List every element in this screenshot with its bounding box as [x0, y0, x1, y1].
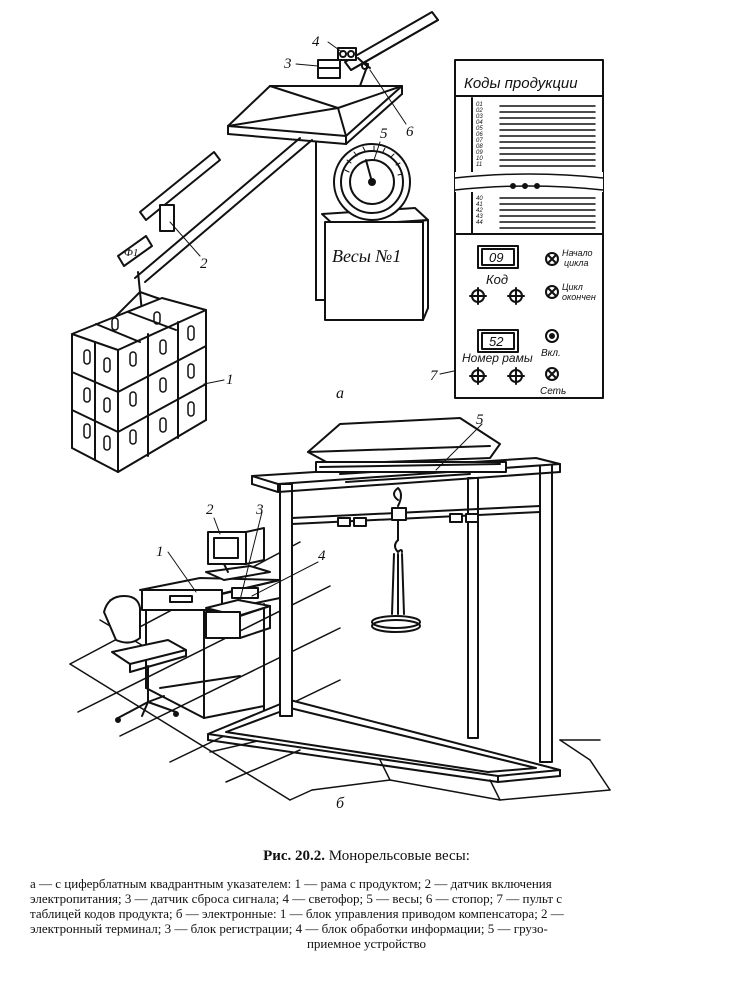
callout-a-7: 7: [430, 368, 439, 384]
figure-caption-body: а — с циферблатным квадрантным указателе…: [30, 876, 703, 951]
frame-display: 52: [489, 334, 504, 349]
caption-line-1: а — с циферблатным квадрантным указателе…: [30, 876, 552, 891]
product-code: 06: [476, 132, 483, 138]
product-code: 05: [476, 126, 483, 132]
product-code: 43: [476, 214, 483, 220]
lower-rail: [134, 137, 313, 283]
callout-a-2: 2: [200, 256, 208, 272]
code-display: 09: [489, 250, 503, 265]
scale-dial: [333, 143, 411, 221]
scale-head: [227, 63, 403, 145]
product-code: 03: [476, 114, 483, 120]
caption-line-4: электронный терминал; 3 — блок регистрац…: [30, 921, 548, 936]
start-lamp-label-1: Начало: [562, 248, 593, 258]
hook-and-tray: [371, 487, 421, 633]
product-frame: [71, 297, 207, 473]
panel-title: Коды продукции: [464, 75, 578, 92]
on-label: Вкл.: [541, 348, 561, 359]
callout-b-2: 2: [206, 502, 214, 518]
chair: [103, 595, 187, 723]
load-receiver: [307, 417, 507, 473]
caption-line-3: таблицей кодов продукта; б — электронные…: [30, 906, 564, 921]
callout-a-3: 3: [283, 56, 292, 72]
part-a-label: а: [336, 385, 344, 402]
product-code: 44: [476, 220, 483, 226]
scale-label: Весы №1: [332, 246, 401, 266]
upper-rail: [344, 11, 439, 71]
reset-sensor: [317, 59, 341, 79]
product-code: 42: [476, 208, 483, 214]
base-frame: [207, 699, 561, 783]
end-lamp-label-1: Цикл: [562, 282, 583, 292]
product-code: 41: [476, 202, 483, 208]
leaders-b: [167, 423, 483, 601]
frame-label: Номер рамы: [462, 351, 533, 365]
start-lamp-label-2: цикла: [564, 258, 588, 268]
product-code: 09: [476, 150, 483, 156]
code-label: Код: [486, 272, 508, 287]
callout-b-1: 1: [156, 544, 164, 560]
figure-title: Монорельсовые весы:: [328, 848, 470, 864]
net-label: Сеть: [540, 386, 566, 397]
callout-b-3: 3: [255, 502, 264, 518]
leaders-a: [169, 41, 469, 385]
product-code: 11: [476, 162, 482, 168]
product-code: 40: [476, 196, 483, 202]
product-code: 01: [476, 102, 483, 108]
end-lamp-label-2: окончен: [562, 292, 596, 302]
control-panel: [454, 59, 604, 399]
callout-a-4: 4: [312, 34, 320, 50]
caption-line-2: электропитания; 3 — датчик сброса сигнал…: [30, 891, 563, 906]
callout-a-6: 6: [406, 124, 414, 140]
product-code: 08: [476, 144, 483, 150]
power-sensor: Ф1: [117, 151, 221, 267]
part-b-label: б: [336, 795, 345, 812]
product-code: 04: [476, 120, 483, 126]
callout-b-4: 4: [318, 548, 326, 564]
callout-b-5: 5: [476, 412, 484, 428]
figure-number: Рис. 20.2.: [263, 848, 326, 864]
callout-a-5: 5: [380, 126, 388, 142]
terminal: [205, 527, 271, 581]
traffic-light: [337, 47, 357, 61]
product-code: 02: [476, 108, 483, 114]
recording-unit: [205, 587, 271, 639]
product-code: 07: [476, 138, 483, 144]
carriage-wheels: [337, 507, 479, 527]
figure-caption-title: Рис. 20.2. Монорельсовые весы:: [0, 848, 733, 865]
caption-line-5: приемное устройство: [306, 936, 427, 951]
svg-text:Ф1: Ф1: [124, 247, 138, 259]
product-code: 10: [476, 156, 483, 162]
callout-a-1: 1: [226, 372, 234, 388]
